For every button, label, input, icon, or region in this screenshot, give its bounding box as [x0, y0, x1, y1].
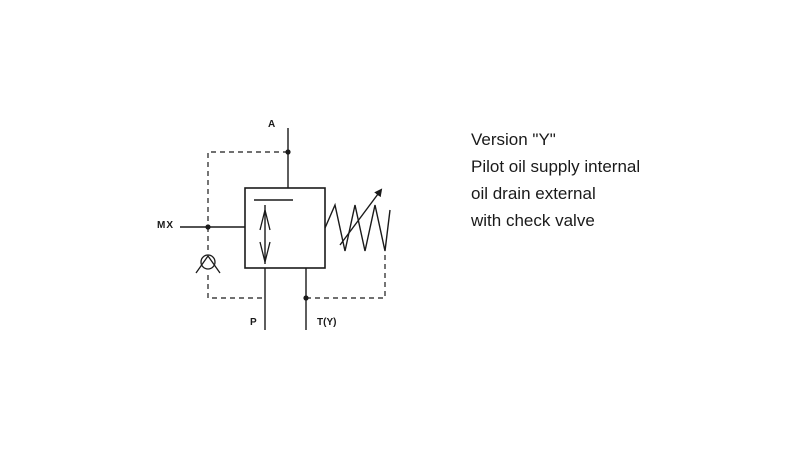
description-text: Version "Y" Pilot oil supply internal oi…: [471, 126, 640, 234]
port-label-t: T(Y): [317, 317, 337, 328]
valve-flow-arrow-bottom: [259, 241, 271, 263]
port-label-a: A: [268, 119, 276, 130]
description-line-version: Version "Y": [471, 130, 556, 149]
drain-line: [306, 255, 386, 299]
description-line-supply: Pilot oil supply internal: [471, 157, 641, 176]
valve-flow-arrow-top: [259, 209, 271, 231]
description-line-drain: oil drain external: [471, 184, 596, 203]
adjustable-spring-icon: [324, 188, 391, 252]
port-label-mx: MX: [157, 220, 174, 231]
pilot-line-bottom: [207, 275, 265, 299]
pilot-line-top: [207, 151, 288, 227]
description-line-check: with check valve: [471, 211, 595, 230]
check-valve-icon: [195, 254, 221, 274]
port-label-p: P: [250, 317, 257, 328]
